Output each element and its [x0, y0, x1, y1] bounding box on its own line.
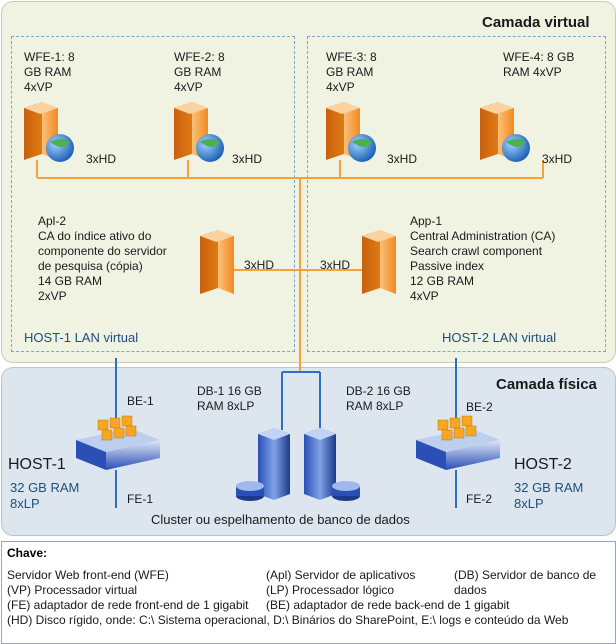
legend-vp: (VP) Processador virtual [7, 583, 138, 597]
host2-lan-label: HOST-2 LAN virtual [442, 330, 557, 345]
host1-name: HOST-1 [8, 456, 66, 473]
wfe3-label: WFE-3: 8 GB RAM 4xVP [326, 50, 377, 94]
host2-icon [416, 415, 500, 470]
cluster-caption: Cluster ou espelhamento de banco de dado… [151, 512, 410, 527]
host1-specs: 32 GB RAM 8xLP [10, 480, 80, 511]
db1-label: DB-1 16 GB RAM 8xLP [197, 384, 262, 413]
physical-layer-title: Camada física [496, 376, 597, 393]
virtual-network-lines [36, 160, 544, 372]
db2-label: DB-2 16 GB RAM 8xLP [346, 384, 411, 413]
wfe2-label: WFE-2: 8 GB RAM 4xVP [174, 50, 225, 94]
legend-lp: (LP) Processador lógico [266, 583, 395, 597]
be2-label: BE-2 [466, 400, 493, 414]
legend-be: (BE) adaptador de rede back-end de 1 gig… [266, 598, 510, 612]
host1-lan-label: HOST-1 LAN virtual [24, 330, 139, 345]
server-wfe1-icon [24, 102, 74, 162]
legend-title: Chave: [7, 546, 48, 560]
wfe1-disk-label: 3xHD [86, 152, 117, 166]
server-wfe2-icon [174, 102, 224, 162]
virtual-layer-title: Camada virtual [482, 14, 590, 31]
fe1-label: FE-1 [127, 492, 154, 506]
wfe4-disk-label: 3xHD [542, 152, 573, 166]
physical-network-lines [115, 358, 457, 508]
app1-label: App-1 Central Administration (CA) Search… [410, 214, 556, 303]
server-wfe4-icon [480, 102, 530, 162]
db2-server-icon [304, 428, 336, 500]
legend-apl: (Apl) Servidor de aplicativos [266, 568, 416, 582]
wfe2-disk-label: 3xHD [232, 152, 263, 166]
server-apl2-icon [200, 230, 234, 294]
host1-lan-box [11, 36, 295, 352]
db2-disk-icon [332, 481, 360, 501]
db1-disk-icon [236, 481, 264, 501]
legend-fe: (FE) adaptador de rede front-end de 1 gi… [7, 598, 249, 612]
be1-label: BE-1 [127, 394, 154, 408]
virtual-layer-panel [1, 1, 616, 363]
legend-hd: (HD) Disco rígido, onde: C:\ Sistema ope… [7, 613, 569, 627]
wfe1-label: WFE-1: 8 GB RAM 4xVP [24, 50, 75, 94]
host1-icon [76, 415, 160, 470]
host2-name: HOST-2 [514, 456, 572, 473]
app1-disk-label: 3xHD [320, 258, 351, 272]
wfe3-disk-label: 3xHD [387, 152, 418, 166]
server-wfe3-icon [326, 102, 376, 162]
fe2-label: FE-2 [466, 492, 493, 506]
legend-wfe: Servidor Web front-end (WFE) [7, 568, 169, 582]
host2-lan-box [307, 36, 606, 352]
server-app1-icon [362, 230, 396, 294]
apl2-label: Apl-2 CA do índice ativo do componente d… [38, 214, 167, 303]
apl2-disk-label: 3xHD [244, 258, 275, 272]
db1-server-icon [258, 428, 290, 500]
host2-specs: 32 GB RAM 8xLP [514, 480, 584, 511]
wfe4-label: WFE-4: 8 GB RAM 4xVP [503, 50, 575, 79]
legend-db: (DB) Servidor de banco de dados [454, 568, 597, 597]
